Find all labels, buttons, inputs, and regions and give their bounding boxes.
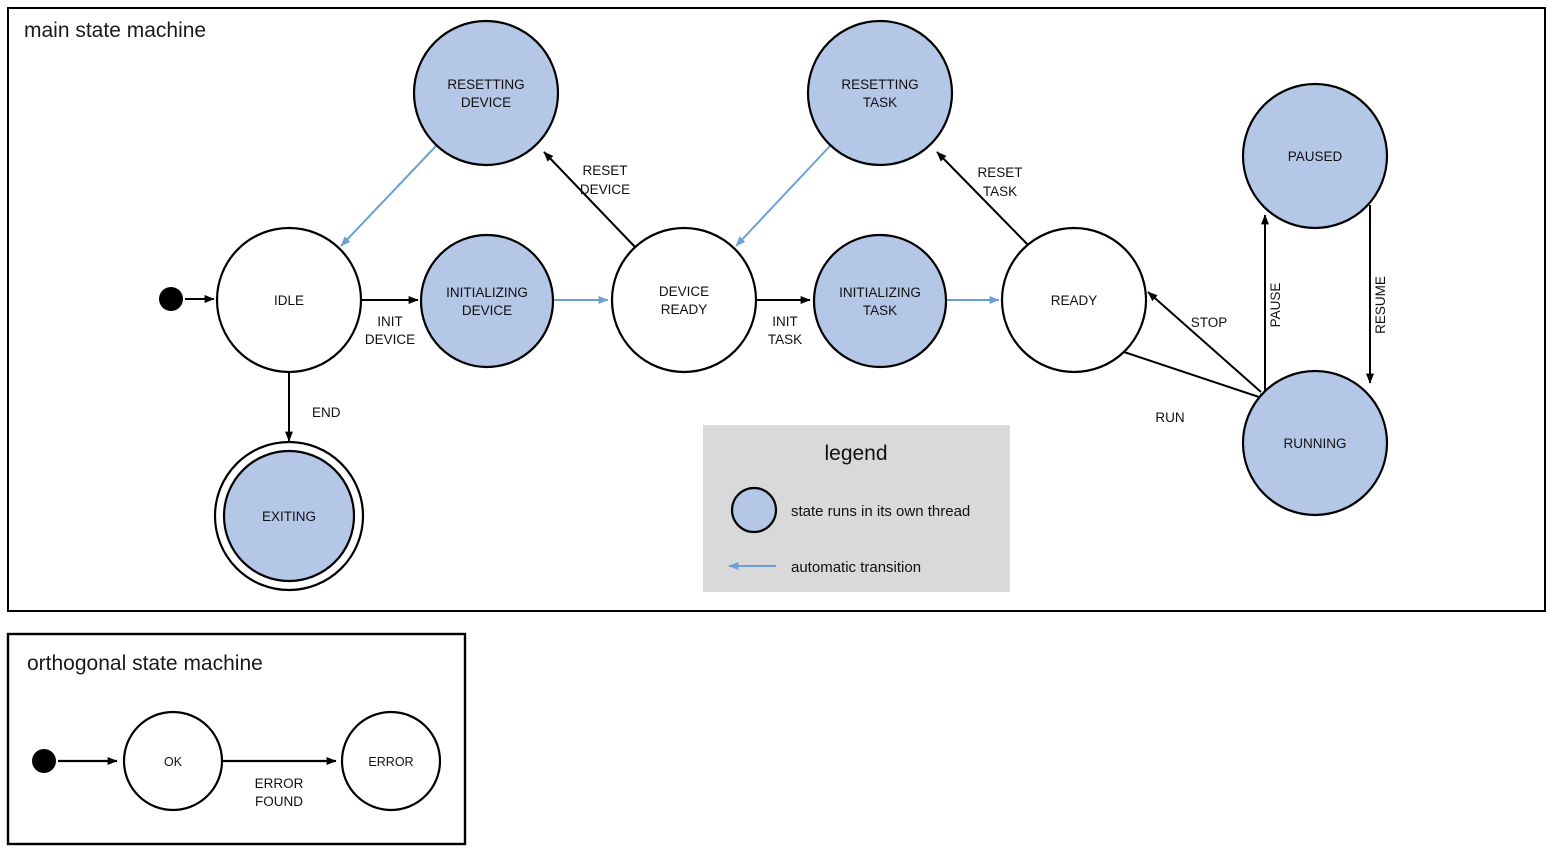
edge-label-reset-task-line1: RESET (977, 165, 1022, 180)
edge-label-run: RUN (1155, 410, 1184, 425)
state-ready[interactable]: READY (1000, 226, 1148, 374)
state-device-ready-label-line2: READY (661, 302, 708, 317)
orthogonal-state-error[interactable]: ERROR (340, 710, 442, 812)
edge-label-init-task-line1: INIT (772, 314, 798, 329)
orthogonal-edge-label-line1: ERROR (255, 776, 304, 791)
legend-threaded-state-swatch-icon (730, 486, 778, 534)
transition-ready-to-running: RUN (1123, 351, 1269, 425)
legend-item-automatic-transition: automatic transition (728, 559, 921, 576)
state-initializing-task-label-line2: TASK (863, 303, 897, 318)
orthogonal-state-ok-label: OK (164, 755, 183, 769)
state-initializing-task[interactable]: INITIALIZING TASK (812, 233, 948, 369)
transition-idle-to-initializing-device: INIT DEVICE (361, 296, 419, 347)
transition-resetting-device-to-idle (340, 145, 437, 247)
legend: legend state runs in its own thread auto… (703, 425, 1010, 592)
edge-label-reset-device-line1: RESET (582, 163, 627, 178)
edge-label-stop: STOP (1191, 315, 1228, 330)
state-resetting-device-label-line1: RESETTING (447, 77, 524, 92)
state-resetting-task-label-line2: TASK (863, 95, 897, 110)
state-idle-label: IDLE (274, 293, 304, 308)
orthogonal-machine: orthogonal state machine ERROR FOUND OK … (6, 632, 467, 846)
transition-device-ready-to-initializing-task: INIT TASK (756, 296, 811, 347)
transition-idle-to-exiting: END (285, 372, 341, 442)
state-ready-label: READY (1051, 293, 1098, 308)
transition-running-to-ready: STOP (1147, 291, 1262, 393)
state-idle[interactable]: IDLE (215, 226, 363, 374)
orthogonal-state-error-label: ERROR (368, 755, 413, 769)
edge-label-resume: RESUME (1373, 276, 1388, 334)
state-device-ready-label-line1: DEVICE (659, 284, 709, 299)
legend-item-threaded-state: state runs in its own thread (730, 486, 970, 534)
state-paused-label: PAUSED (1288, 149, 1343, 164)
edge-label-pause: PAUSE (1268, 283, 1283, 328)
orthogonal-edge-label-line2: FOUND (255, 794, 303, 809)
edge-label-reset-device-line2: DEVICE (580, 182, 630, 197)
main-machine-title: main state machine (24, 19, 206, 42)
legend-automatic-transition-text: automatic transition (791, 559, 921, 576)
orthogonal-machine-title: orthogonal state machine (27, 652, 263, 675)
edge-label-end: END (312, 405, 341, 420)
state-resetting-task[interactable]: RESETTING TASK (806, 19, 954, 167)
state-paused[interactable]: PAUSED (1241, 82, 1389, 230)
state-resetting-device-label-line2: DEVICE (461, 95, 511, 110)
legend-title: legend (824, 442, 887, 465)
state-resetting-device[interactable]: RESETTING DEVICE (412, 19, 560, 167)
edge-label-init-device-line2: DEVICE (365, 332, 415, 347)
state-resetting-task-label-line1: RESETTING (841, 77, 918, 92)
orthogonal-transition-ok-to-error: ERROR FOUND (222, 757, 337, 809)
initial-state-marker (159, 287, 183, 311)
transition-resetting-task-to-device-ready (735, 145, 831, 247)
state-initializing-device-label-line2: DEVICE (462, 303, 512, 318)
state-initializing-device-label-line1: INITIALIZING (446, 285, 528, 300)
transition-device-ready-to-resetting-device: RESET DEVICE (543, 151, 636, 248)
edge-label-reset-task-line2: TASK (983, 184, 1017, 199)
state-exiting[interactable]: EXITING (213, 440, 365, 592)
state-exiting-label: EXITING (262, 509, 316, 524)
state-initializing-task-label-line1: INITIALIZING (839, 285, 921, 300)
state-device-ready[interactable]: DEVICE READY (610, 226, 758, 374)
orthogonal-state-ok[interactable]: OK (122, 710, 224, 812)
transition-paused-to-running: RESUME (1366, 205, 1388, 384)
state-running[interactable]: RUNNING (1241, 369, 1389, 517)
transition-ready-to-resetting-task: RESET TASK (936, 151, 1031, 248)
orthogonal-initial-state-marker (32, 749, 56, 773)
state-initializing-device[interactable]: INITIALIZING DEVICE (419, 233, 555, 369)
edge-label-init-task-line2: TASK (768, 332, 802, 347)
edge-label-init-device-line1: INIT (377, 314, 403, 329)
state-running-label: RUNNING (1284, 436, 1347, 451)
legend-threaded-state-text: state runs in its own thread (791, 503, 970, 520)
transition-running-to-paused: PAUSE (1261, 214, 1283, 395)
